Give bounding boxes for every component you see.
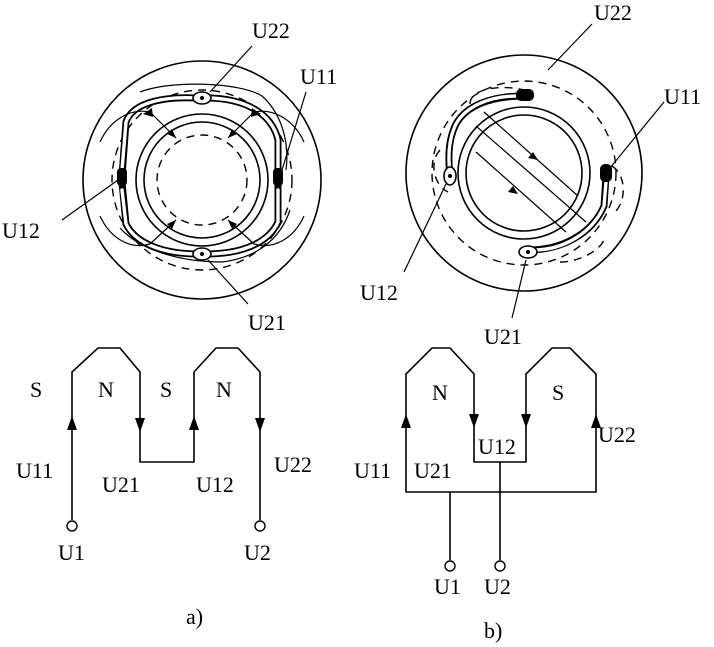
label-b-u12: U12 [360,280,398,305]
caption-b: b) [484,618,502,643]
slot-b-right [600,164,612,182]
wire-a-u21: U21 [102,472,140,497]
terminal-a-u1 [66,520,78,532]
label-b-u22: U22 [594,0,632,25]
pole-a-2: N [98,377,114,402]
label-b-u11: U11 [664,84,701,109]
stator-b-outer-ring [405,54,643,292]
stator-b-rotor [465,114,583,232]
stator-a-outer-ring [82,60,322,300]
caption-a: a) [186,604,203,629]
wire-b-u22: U22 [598,422,636,447]
terminal-a-u2 [254,520,266,532]
term-a-u1-label: U1 [58,540,85,565]
stator-a-dashed-ring [111,89,293,271]
wire-b-u12: U12 [478,434,516,459]
label-b-u21: U21 [484,324,522,349]
stator-a-bore [135,113,269,247]
slot-a-right [273,168,283,186]
terminal-b-u1 [444,560,456,572]
label-a-u11: U11 [300,64,337,89]
pole-a-1: S [30,377,42,402]
wire-a-u22: U22 [274,452,312,477]
terminal-b-u2 [494,560,506,572]
pole-a-4: N [216,377,232,402]
pole-b-2: S [552,380,564,405]
pole-a-3: S [160,377,172,402]
term-b-u1-label: U1 [434,574,461,599]
wire-a-u12: U12 [196,472,234,497]
wiring-b-loop [405,347,597,493]
stator-a: U22 U11 U12 U21 [2,18,337,335]
label-a-u22: U22 [252,18,290,43]
wiring-a-path [71,347,261,520]
label-a-u21: U21 [248,310,286,335]
term-a-u2-label: U2 [244,540,271,565]
stator-a-rotor-outer [143,121,261,239]
wire-b-u21: U21 [414,458,452,483]
stator-b-bore [457,106,591,240]
wiring-a: S N S N U11 U21 U12 U22 U1 U2 a) [16,347,312,629]
pole-b-1: N [432,380,448,405]
wire-a-u11: U11 [16,458,53,483]
term-b-u2-label: U2 [484,574,511,599]
wiring-b: N S U11 U21 U12 U22 U1 U2 b) [354,347,636,643]
label-a-u12: U12 [2,218,40,243]
stator-b: U22 U11 U12 U21 [360,0,701,349]
coil-a-bottom-left [118,178,202,258]
slot-b-top [516,89,534,101]
stator-a-rotor-dashed [156,134,248,226]
wire-b-u11: U11 [354,458,391,483]
stator-b-dashed-ring [431,80,617,266]
slot-a-left [117,168,127,186]
